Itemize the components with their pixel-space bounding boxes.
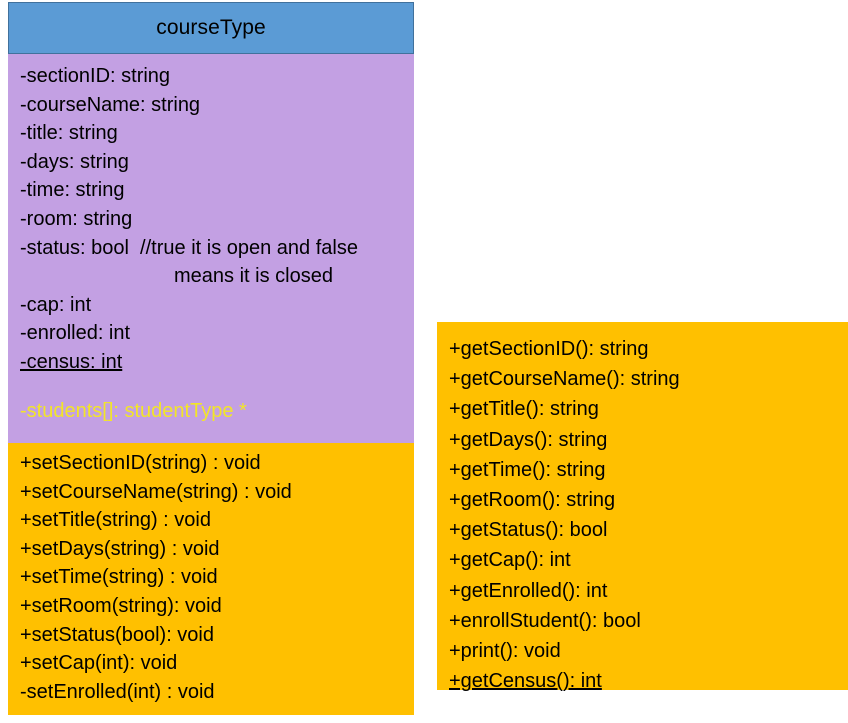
method-row-static-getcensus: +getCensus(): int (449, 670, 602, 693)
getters-box: +getSectionID(): string +getCourseName()… (437, 322, 848, 692)
attribute-row-static-census: -census: int (20, 350, 123, 373)
attribute-row-status: -status: bool //true it is open and fals… (20, 236, 358, 259)
method-row-private-setenrolled: -setEnrolled(int) : void (20, 680, 215, 703)
attribute-row: -room: string (20, 207, 133, 230)
method-row: +setCourseName(string) : void (20, 480, 292, 503)
attribute-row: -time: string (20, 179, 125, 202)
attribute-row: -days: string (20, 150, 129, 173)
attribute-row-students: -students[]: studentType * (20, 399, 247, 422)
attribute-comment-continuation: means it is closed (174, 265, 333, 288)
attributes-compartment: -sectionID: string -courseName: string -… (8, 54, 414, 443)
method-row: +getRoom(): string (449, 489, 616, 512)
attribute-row: -cap: int (20, 293, 92, 316)
attribute-row: -sectionID: string (20, 65, 171, 87)
method-row: +setTime(string) : void (20, 566, 218, 589)
method-row: +getDays(): string (449, 428, 608, 451)
method-row: +getCap(): int (449, 549, 571, 572)
method-row: +getTitle(): string (449, 398, 599, 421)
method-row: +enrollStudent(): bool (449, 609, 641, 632)
method-row: +setTitle(string) : void (20, 509, 211, 532)
method-row: +setStatus(bool): void (20, 623, 214, 646)
method-row: +setDays(string) : void (20, 537, 220, 560)
method-row: +setSectionID(string) : void (20, 452, 261, 474)
attribute-spacer (8, 377, 414, 397)
attribute-row: -courseName: string (20, 93, 201, 116)
class-header: courseType (8, 2, 414, 54)
method-row: +print(): void (449, 640, 561, 663)
setters-compartment: +setSectionID(string) : void +setCourseN… (8, 443, 414, 715)
method-row: +getSectionID(): string (449, 338, 649, 360)
method-row: +getStatus(): bool (449, 519, 608, 542)
method-row: +getTime(): string (449, 458, 606, 481)
method-row: +getCourseName(): string (449, 368, 680, 391)
attribute-row: -enrolled: int (20, 322, 131, 345)
attribute-row: -title: string (20, 122, 118, 145)
method-row: +setRoom(string): void (20, 594, 222, 617)
class-box-coursetype: courseType -sectionID: string -courseNam… (8, 2, 414, 715)
method-row: +getEnrolled(): int (449, 579, 608, 602)
method-row: +setCap(int): void (20, 652, 178, 675)
class-name-label: courseType (156, 16, 266, 39)
